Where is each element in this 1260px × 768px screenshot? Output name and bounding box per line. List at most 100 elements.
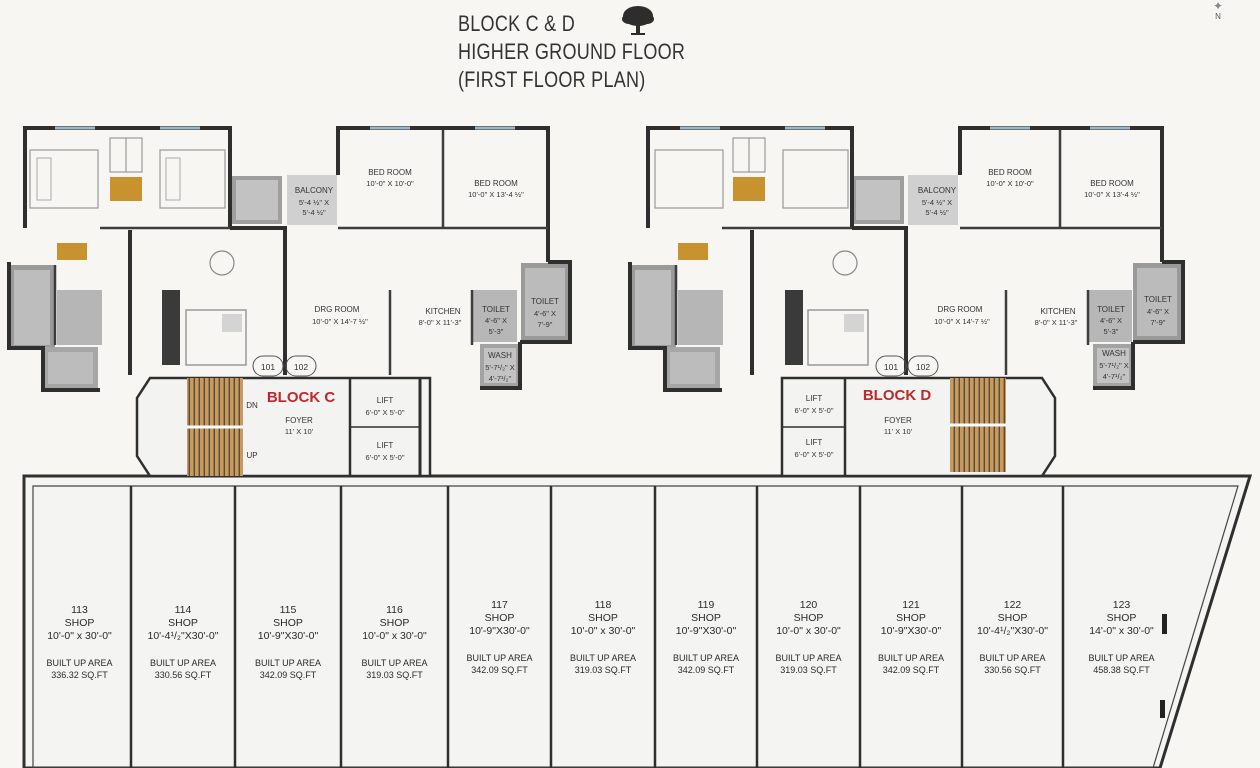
block-d-bedroom1-dim: 10'-0" X 10'-0" [986, 179, 1034, 188]
shop-type: SHOP [168, 617, 198, 629]
block-c-stair-down: DN [246, 401, 258, 410]
plan-title: BLOCK C & D HIGHER GROUND FLOOR (FIRST F… [458, 10, 685, 94]
shop-number: 114 [175, 604, 192, 616]
shop-size: 10'-9"X30'-0" [676, 625, 737, 637]
block-c-foyer-dim: 11' X 10' [285, 427, 314, 436]
block-d-wash-label: WASH [1102, 349, 1126, 358]
shop-area-label: BUILT UP AREA [150, 658, 216, 668]
shop-area: 319.03 SQ.FT [366, 670, 423, 680]
shop-size: 10'-0" x 30'-0" [47, 630, 112, 642]
shop-area-label: BUILT UP AREA [878, 653, 944, 663]
block-c-label: BLOCK C [267, 389, 335, 406]
shop-number: 117 [491, 599, 508, 611]
shop-area: 319.03 SQ.FT [575, 665, 632, 675]
shop-number: 119 [698, 599, 715, 611]
block-d-bedroom2-dim: 10'-0" X 13'-4 ½" [1084, 190, 1140, 199]
block-c-lift1-label: LIFT [377, 396, 394, 405]
block-d-toilet1-dim2: 5'-3" [1104, 327, 1119, 336]
shop-size: 10'-0" x 30'-0" [571, 625, 636, 637]
block-d-wash-dim2: 4'-7¹/₂" [1103, 372, 1126, 381]
block-d-foyer-label: FOYER [884, 416, 912, 425]
shop-size: 10'-0" x 30'-0" [362, 630, 427, 642]
block-c-bedroom2-dim: 10'-0" X 13'-4 ½" [468, 190, 524, 199]
shop-type: SHOP [998, 612, 1028, 624]
north-arrow-icon: ✦ N [1212, 0, 1224, 21]
block-d-kitchen-label: KITCHEN [1040, 307, 1075, 316]
block-d-toilet1-dim1: 4'-6" X [1100, 316, 1122, 325]
block-c-toilet2-label: TOILET [531, 297, 559, 306]
block-d-kitchen-dim: 8'-0" X 11'-3" [1035, 318, 1078, 327]
shop-area: 330.56 SQ.FT [984, 665, 1041, 675]
block-d-drg-room-label: DRG ROOM [938, 305, 983, 314]
shop-type: SHOP [1107, 612, 1137, 624]
title-line-3: (FIRST FLOOR PLAN) [458, 67, 646, 92]
north-label: N [1215, 12, 1221, 21]
block-c-balcony-dim2: 5'-4 ½" [302, 208, 326, 217]
block-d-balcony-dim1: 5'-4 ½" X [922, 198, 952, 207]
shop-size: 10'-0" x 30'-0" [776, 625, 841, 637]
block-d-bedroom1-label: BED ROOM [988, 168, 1032, 177]
shop-area-label: BUILT UP AREA [361, 658, 427, 668]
title-line-1: BLOCK C & D [458, 11, 575, 36]
shop-area-label: BUILT UP AREA [46, 658, 112, 668]
shop-size: 14'-0" x 30'-0" [1089, 625, 1154, 637]
shop-number: 113 [71, 604, 88, 616]
shop-area-label: BUILT UP AREA [255, 658, 321, 668]
block-c-kitchen-label: KITCHEN [425, 307, 460, 316]
block-c-bedroom1-dim: 10'-0" X 10'-0" [366, 179, 414, 188]
block-d-toilet1-label: TOILET [1097, 305, 1125, 314]
shop-size: 10'-9"X30'-0" [881, 625, 942, 637]
shop-area-label: BUILT UP AREA [570, 653, 636, 663]
block-d-toilet2-label: TOILET [1144, 295, 1172, 304]
shop-area: 342.09 SQ.FT [260, 670, 317, 680]
shop-size: 10'-4¹/₂"X30'-0" [977, 625, 1048, 637]
shop-area-label: BUILT UP AREA [979, 653, 1045, 663]
block-c-kitchen-dim: 8'-0" X 11'-3" [419, 318, 462, 327]
block-d-toilet2-dim1: 4'-6" X [1147, 307, 1169, 316]
block-c-bedroom2-label: BED ROOM [474, 179, 518, 188]
shop-type: SHOP [380, 617, 410, 629]
block-c-toilet2-dim2: 7'-9" [538, 320, 553, 329]
block-c-toilet1-dim1: 4'-6" X [485, 316, 507, 325]
block-d-flat-102: 102 [916, 362, 930, 372]
shop-area-label: BUILT UP AREA [673, 653, 739, 663]
shop-area-label: BUILT UP AREA [775, 653, 841, 663]
block-c-wash-dim1: 5'-7¹/₂" X [485, 363, 515, 372]
shop-area: 342.09 SQ.FT [471, 665, 528, 675]
shop-type: SHOP [691, 612, 721, 624]
shop-type: SHOP [896, 612, 926, 624]
block-d-wash-dim1: 5'-7¹/₂" X [1099, 361, 1129, 370]
block-c-toilet1-label: TOILET [482, 305, 510, 314]
block-c-toilet2-dim1: 4'-6" X [534, 309, 556, 318]
shop-type: SHOP [588, 612, 618, 624]
block-c-toilet1-dim2: 5'-3" [489, 327, 504, 336]
block-d-flat-101: 101 [884, 362, 898, 372]
block-c-lift2-dim: 6'-0" X 5'-0" [365, 453, 404, 462]
shop-area: 458.38 SQ.FT [1093, 665, 1150, 675]
shop-number: 121 [902, 599, 920, 611]
shop-type: SHOP [485, 612, 515, 624]
block-d-foyer-dim: 11' X 10' [884, 427, 913, 436]
shop-area-label: BUILT UP AREA [1088, 653, 1154, 663]
shops-outline [22, 474, 1253, 768]
shop-number: 116 [386, 604, 403, 616]
block-d-lift2-label: LIFT [806, 438, 823, 447]
shop-area: 330.56 SQ.FT [155, 670, 212, 680]
block-d-lift1-dim: 6'-0" X 5'-0" [794, 406, 833, 415]
shop-type: SHOP [794, 612, 824, 624]
shop-number: 118 [595, 599, 612, 611]
block-c-bedroom1-label: BED ROOM [368, 168, 412, 177]
block-d-balcony-dim2: 5'-4 ½" [925, 208, 949, 217]
shop-area: 319.03 SQ.FT [780, 665, 837, 675]
shop-area: 336.32 SQ.FT [51, 670, 108, 680]
block-c-foyer-label: FOYER [285, 416, 313, 425]
